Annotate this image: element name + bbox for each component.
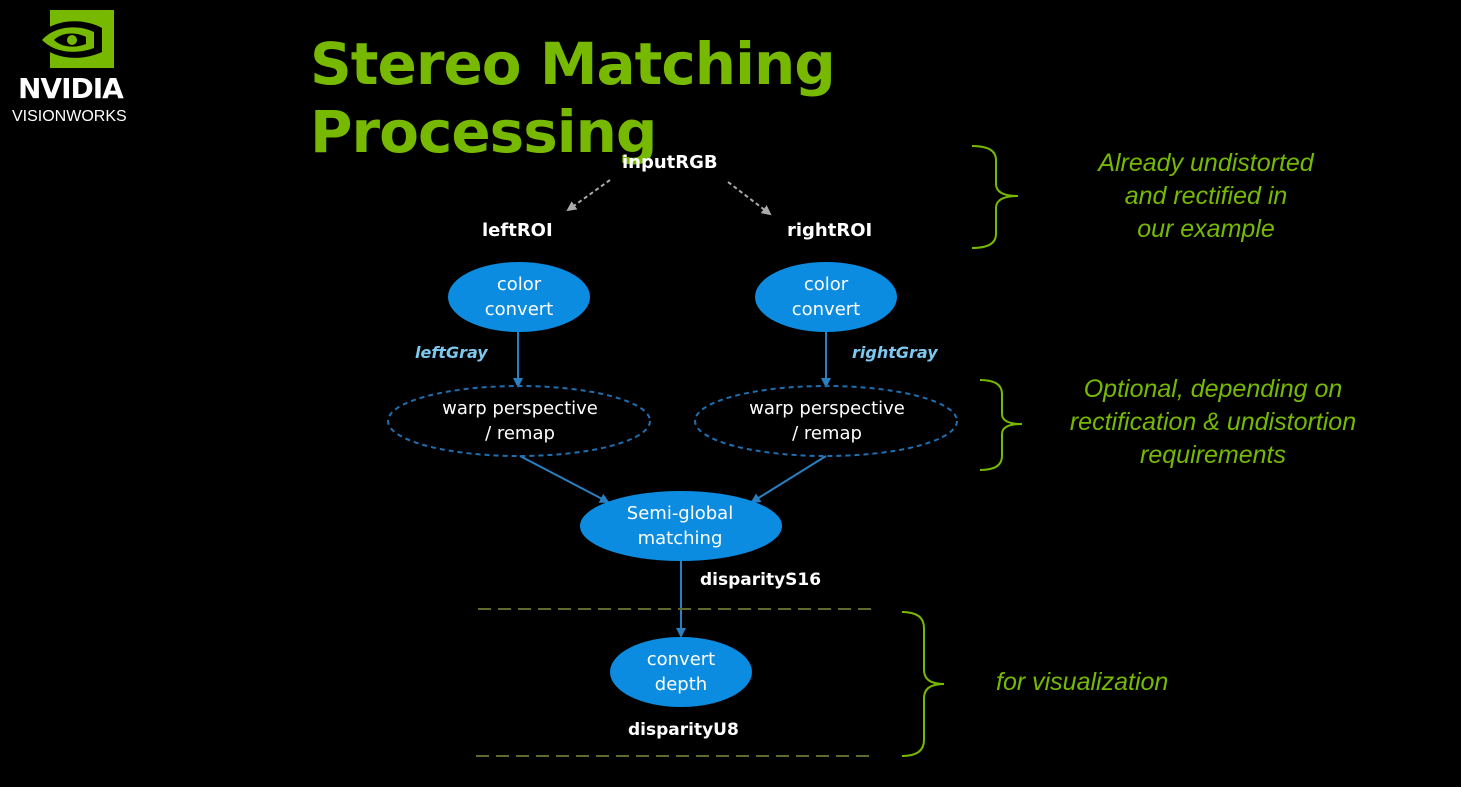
node-left-warp — [387, 385, 651, 457]
label-left-gray: leftGray — [415, 343, 488, 362]
node-left-color-convert — [448, 262, 590, 332]
brace-optional — [979, 379, 1023, 471]
node-right-color-convert — [755, 262, 897, 332]
edge-input-to-left — [566, 179, 611, 212]
label-disparity-u8: disparityU8 — [628, 720, 739, 740]
convert-depth-text: convert depth — [646, 649, 716, 695]
edge-rightwarp-to-sgm — [750, 455, 827, 504]
left-warp-text: warp perspective / remap — [442, 398, 598, 444]
note-rectified: Already undistorted and rectified in our… — [1098, 149, 1314, 243]
label-input-rgb: inputRGB — [622, 152, 718, 173]
label-right-gray: rightGray — [852, 343, 938, 362]
logo-brand: NVIDIA — [18, 72, 124, 105]
label-disparity-s16: disparityS16 — [700, 570, 822, 590]
node-convert-depth — [610, 637, 752, 707]
note-optional: Optional, depending on rectification & u… — [1069, 375, 1357, 469]
brace-rectified — [971, 145, 1019, 249]
node-sgm — [580, 491, 782, 561]
node-right-warp — [694, 385, 958, 457]
nvidia-eye-icon — [34, 10, 114, 68]
right-color-convert-text: color convert — [791, 274, 861, 320]
edge-input-to-right — [727, 181, 772, 216]
nvidia-visionworks-logo: NVIDIA VISIONWORKS — [0, 0, 160, 140]
brace-visualization — [901, 611, 945, 757]
note-visualization: for visualization — [996, 668, 1169, 696]
label-right-roi: rightROI — [787, 220, 873, 241]
left-color-convert-text: color convert — [484, 274, 554, 320]
logo-subtitle: VISIONWORKS — [12, 108, 127, 125]
label-left-roi: leftROI — [482, 220, 553, 241]
edge-leftwarp-to-sgm — [519, 455, 610, 503]
right-warp-text: warp perspective / remap — [749, 398, 905, 444]
sgm-text: Semi-global matching — [626, 503, 734, 549]
slide-title: Stereo Matching Processing — [310, 30, 836, 166]
